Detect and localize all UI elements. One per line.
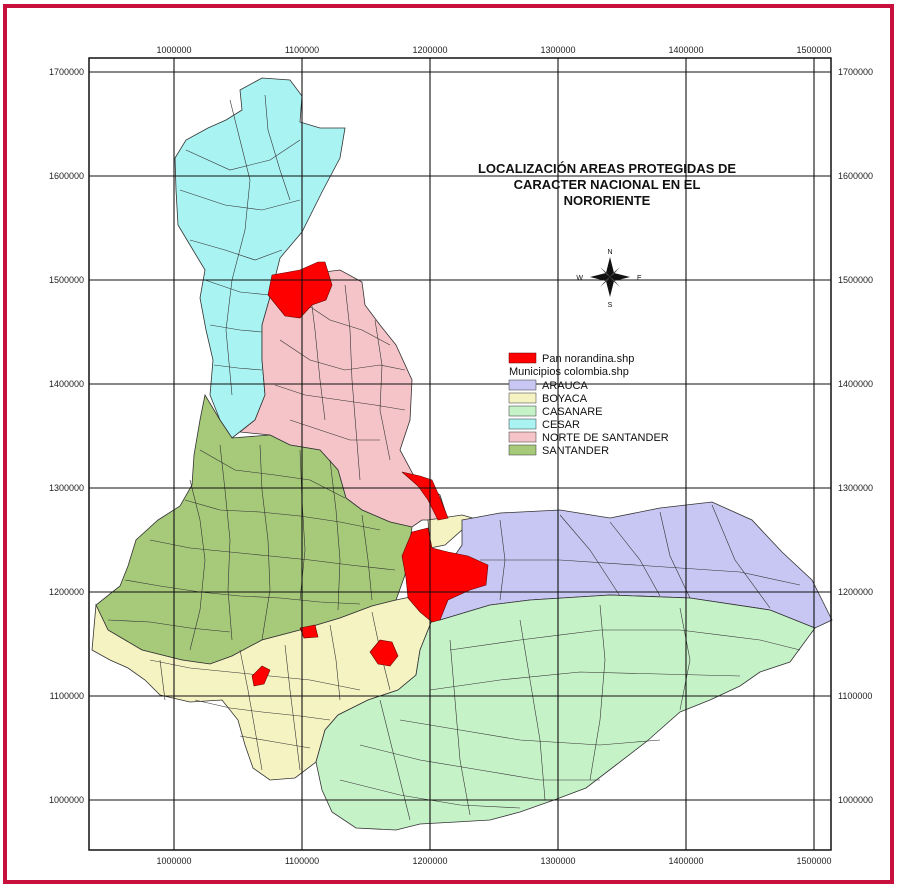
- legend-swatch: [508, 405, 537, 417]
- map-title-line: CARACTER NACIONAL EN EL: [514, 177, 701, 192]
- compass-south-label: S: [608, 302, 613, 309]
- north-arrow-icon: N S E W: [576, 249, 642, 309]
- legend-swatch: [508, 418, 537, 430]
- legend-swatch: [508, 431, 537, 443]
- legend: Pan norandina.shp Municipios colombia.sh…: [508, 352, 669, 457]
- x-tick-label: 1100000: [285, 856, 319, 866]
- compass-east-label: E: [637, 275, 642, 282]
- x-ticks-top: 1000000 1100000 1200000 1300000 1400000 …: [156, 45, 831, 55]
- y-tick-label: 1700000: [49, 67, 84, 77]
- y-ticks-left: 1700000 1600000 1500000 1400000 1300000 …: [49, 67, 84, 805]
- x-tick-label: 1300000: [540, 45, 575, 55]
- y-tick-label: 1600000: [838, 171, 873, 181]
- x-tick-label: 1000000: [156, 45, 191, 55]
- y-tick-label: 1300000: [838, 483, 873, 493]
- legend-item-label: SANTANDER: [542, 445, 609, 457]
- protected-area-small-2[interactable]: [369, 639, 399, 667]
- y-tick-label: 1000000: [838, 795, 873, 805]
- region-casanare[interactable]: [315, 594, 816, 831]
- y-tick-label: 1400000: [49, 379, 84, 389]
- x-ticks-bottom: 1000000 1100000 1200000 1300000 1400000 …: [156, 856, 831, 866]
- region-norte-de-santander[interactable]: [238, 269, 449, 528]
- x-tick-label: 1200000: [412, 45, 447, 55]
- municipal-boundaries: [107, 94, 801, 821]
- legend-item-label: CASANARE: [542, 406, 603, 418]
- y-tick-label: 1400000: [838, 379, 873, 389]
- y-tick-label: 1300000: [49, 483, 84, 493]
- legend-item-label: NORTE DE SANTANDER: [542, 432, 669, 444]
- legend-swatch-protected: [508, 352, 537, 364]
- x-tick-label: 1400000: [668, 45, 703, 55]
- y-tick-label: 1000000: [49, 795, 84, 805]
- x-tick-label: 1000000: [156, 856, 191, 866]
- y-tick-label: 1500000: [49, 275, 84, 285]
- y-tick-label: 1100000: [838, 691, 872, 701]
- x-tick-label: 1300000: [540, 856, 575, 866]
- protected-area-north[interactable]: [267, 261, 333, 319]
- departments: [91, 77, 833, 831]
- legend-item-label: CESAR: [542, 419, 580, 431]
- legend-layer-municipios: Municipios colombia.shp: [509, 366, 629, 378]
- legend-swatch: [508, 444, 537, 456]
- y-ticks-right: 1700000 1600000 1500000 1400000 1300000 …: [838, 67, 873, 805]
- x-tick-label: 1100000: [285, 45, 319, 55]
- compass-north-label: N: [607, 249, 612, 256]
- legend-layer-protected: Pan norandina.shp: [542, 353, 634, 365]
- y-tick-label: 1100000: [50, 691, 84, 701]
- y-tick-label: 1700000: [838, 67, 873, 77]
- x-tick-label: 1500000: [796, 45, 831, 55]
- neatline: [88, 57, 832, 851]
- map-title-line: LOCALIZACIÓN AREAS PROTEGIDAS DE: [478, 161, 736, 176]
- x-tick-label: 1400000: [668, 856, 703, 866]
- y-tick-label: 1600000: [49, 171, 84, 181]
- y-tick-label: 1500000: [838, 275, 873, 285]
- map-title: LOCALIZACIÓN AREAS PROTEGIDAS DE CARACTE…: [478, 161, 736, 208]
- protected-area-east-strip[interactable]: [401, 471, 449, 521]
- legend-swatch: [508, 392, 537, 404]
- protected-area-small-3[interactable]: [251, 665, 271, 687]
- legend-item-label: BOYACA: [542, 393, 588, 405]
- compass-west-label: W: [576, 275, 583, 282]
- protected-areas: [251, 261, 489, 687]
- protected-area-cocuy[interactable]: [401, 527, 489, 623]
- y-tick-label: 1200000: [838, 587, 873, 597]
- x-tick-label: 1500000: [796, 856, 831, 866]
- map-title-line: NORORIENTE: [564, 193, 651, 208]
- legend-item-label: ARAUCA: [542, 380, 589, 392]
- protected-area-small-1[interactable]: [299, 624, 319, 639]
- graticule: [89, 58, 831, 850]
- y-tick-label: 1200000: [49, 587, 84, 597]
- x-tick-label: 1200000: [412, 856, 447, 866]
- legend-swatch: [508, 379, 537, 391]
